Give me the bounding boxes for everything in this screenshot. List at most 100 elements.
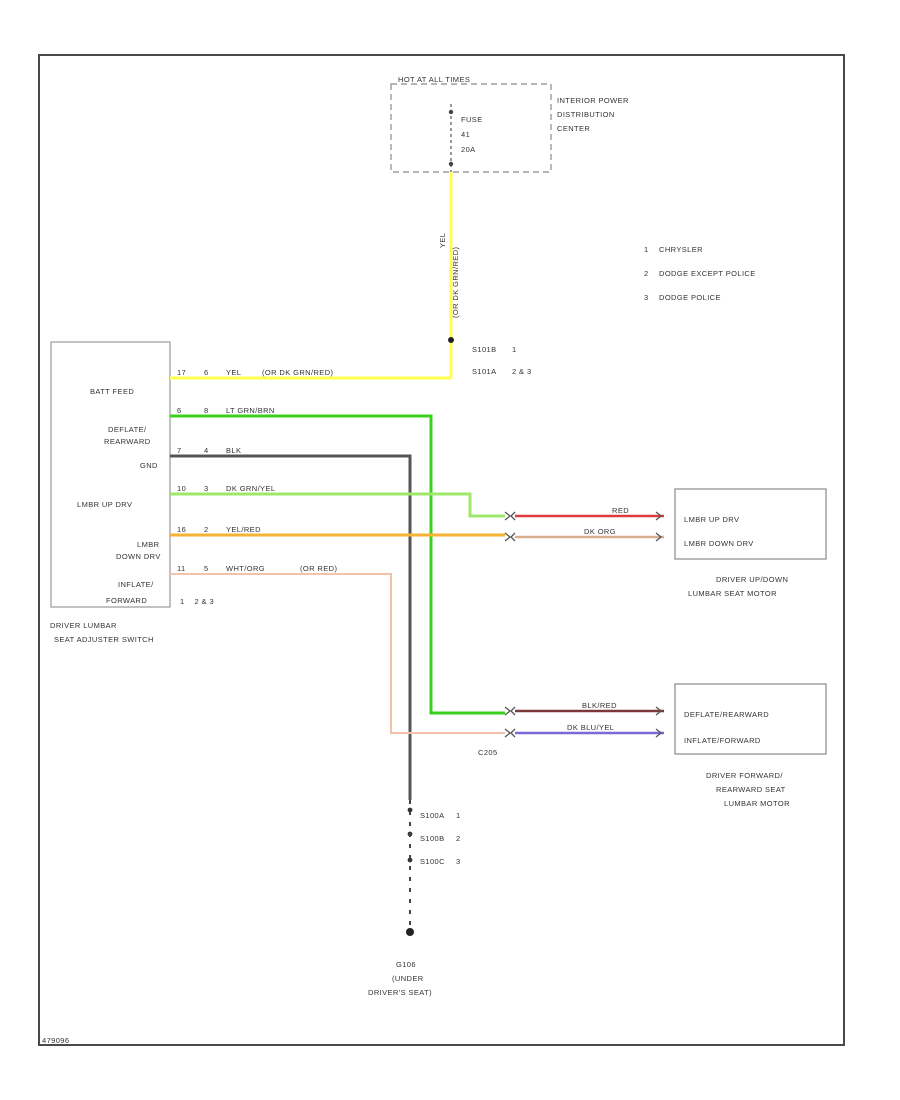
switch-pin-deflate-line2: REARWARD: [104, 437, 151, 446]
splice-s100b-id: S100B: [420, 834, 445, 843]
motor-terminal: [655, 706, 663, 716]
legend-1-num: 1: [644, 245, 649, 254]
wire-cavity-6: 5: [204, 564, 209, 573]
pdc-name-line2: DISTRIBUTION: [557, 110, 615, 119]
switch-pin-lmbr-up: LMBR UP DRV: [77, 500, 132, 509]
feed-wire-alt-label: (OR DK GRN/RED): [451, 246, 460, 318]
splice-s101a-variant: 2 & 3: [512, 367, 532, 376]
motor2-box: [674, 683, 827, 755]
fuse-number: 41: [461, 130, 470, 139]
splice-s100c-variant: 3: [456, 857, 461, 866]
switch-pin-lmbr-down-line2: DOWN DRV: [116, 552, 161, 561]
motor2-name-line2: REARWARD SEAT: [716, 785, 786, 794]
connector-terminal: [504, 728, 512, 738]
ground-terminal: [406, 928, 414, 936]
fuse-terminal-bottom: [448, 161, 454, 167]
motor2-pin-deflate: DEFLATE/REARWARD: [684, 710, 769, 719]
legend-3-text: DODGE POLICE: [659, 293, 721, 302]
wire-color-5: YEL/RED: [226, 525, 261, 534]
motor2-wire-deflate-color: BLK/RED: [582, 701, 617, 710]
connector-label: C205: [478, 748, 498, 757]
connector-terminal: [510, 706, 516, 716]
switch-wire-2: [170, 414, 505, 715]
legend-2-text: DODGE EXCEPT POLICE: [659, 269, 756, 278]
motor1-pin-down: LMBR DOWN DRV: [684, 539, 754, 548]
motor1-pin-up: LMBR UP DRV: [684, 515, 739, 524]
motor1-box: [674, 488, 827, 560]
feed-wire-color-label: YEL: [438, 233, 447, 248]
wire-group: 17 6 YEL (OR DK GRN/RED) 6 8 LT GRN/BRN 7 4 BLK 10…: [170, 368, 664, 800]
motor1-name-line1: DRIVER UP/DOWN: [716, 575, 788, 584]
wire-color-4: DK GRN/YEL: [226, 484, 275, 493]
wire-color-2: LT GRN/BRN: [226, 406, 275, 415]
motor-terminal: [655, 511, 663, 521]
switch-wire-4: [170, 492, 505, 518]
lumbar-switch-box: [50, 341, 171, 608]
ground-location-line1: (UNDER: [392, 974, 424, 983]
legend-2-num: 2: [644, 269, 649, 278]
wire-alt-color-1: (OR DK GRN/RED): [262, 368, 334, 377]
wire-pin-6: 11: [177, 564, 186, 573]
splice-s100a-variant: 1: [456, 811, 461, 820]
connector-terminal: [510, 511, 516, 521]
connector-terminal: [510, 728, 516, 738]
pdc-name-line1: INTERIOR POWER: [557, 96, 629, 105]
motor1-name-line2: LUMBAR SEAT MOTOR: [688, 589, 777, 598]
connector-terminal: [504, 706, 512, 716]
splice-s101-dot: [448, 337, 454, 343]
wire-alt-color-6: (OR RED): [300, 564, 337, 573]
ground-splice-dots: [407, 807, 413, 863]
motor1-wire-up-color: RED: [612, 506, 629, 515]
motor2-wire-inflate-color: DK BLU/YEL: [567, 723, 614, 732]
wire-pin-3: 7: [177, 446, 182, 455]
splice-s100b-variant: 2: [456, 834, 461, 843]
connector-terminal: [504, 532, 512, 542]
switch-pin-batt-feed: BATT FEED: [90, 387, 134, 396]
hot-at-all-times-label: HOT AT ALL TIMES: [398, 75, 470, 84]
fuse-rating: 20A: [461, 145, 476, 154]
switch-variants: 1 2 & 3: [180, 597, 214, 606]
power-distribution-box: [390, 83, 552, 173]
fuse-label: FUSE: [461, 115, 483, 124]
switch-pin-inflate-line1: INFLATE/: [118, 580, 154, 589]
switch-wire-3: [170, 454, 412, 800]
wire-color-1: YEL: [226, 368, 241, 377]
switch-name-line2: SEAT ADJUSTER SWITCH: [54, 635, 154, 644]
wire-cavity-5: 2: [204, 525, 209, 534]
splice-s100c-dot: [407, 857, 413, 863]
motor1-wire-down-color: DK ORG: [584, 527, 616, 536]
switch-name-line1: DRIVER LUMBAR: [50, 621, 117, 630]
wire-cavity-1: 6: [204, 368, 209, 377]
switch-pin-gnd: GND: [140, 461, 158, 470]
motor2-pin-inflate: INFLATE/FORWARD: [684, 736, 761, 745]
splice-s100a-id: S100A: [420, 811, 445, 820]
motor-terminal: [655, 728, 663, 738]
switch-pin-deflate-line1: DEFLATE/: [108, 425, 147, 434]
switch-pin-lmbr-down-line1: LMBR: [137, 540, 160, 549]
fuse-terminal-top: [448, 109, 454, 115]
connector-terminal: [510, 532, 516, 542]
wire-cavity-4: 3: [204, 484, 209, 493]
wire-pin-4: 10: [177, 484, 186, 493]
splice-s101b-variant: 1: [512, 345, 517, 354]
connector-terminal: [504, 511, 512, 521]
pdc-name-line3: CENTER: [557, 124, 590, 133]
legend-1-text: CHRYSLER: [659, 245, 703, 254]
switch-wire-6: [170, 573, 505, 734]
diagram-frame: [38, 54, 845, 1046]
wire-color-6: WHT/ORG: [226, 564, 265, 573]
switch-pin-inflate-line2: FORWARD: [106, 596, 147, 605]
legend-3-num: 3: [644, 293, 649, 302]
motor2-name-line1: DRIVER FORWARD/: [706, 771, 783, 780]
wire-pin-1: 17: [177, 368, 186, 377]
wire-cavity-2: 8: [204, 406, 209, 415]
splice-s101a-id: S101A: [472, 367, 497, 376]
wire-pin-2: 6: [177, 406, 182, 415]
ground-location-line2: DRIVER'S SEAT): [368, 988, 432, 997]
diagram-id: 479096: [42, 1036, 69, 1045]
wire-color-3: BLK: [226, 446, 241, 455]
wire-cavity-3: 4: [204, 446, 209, 455]
motor2-name-line3: LUMBAR MOTOR: [724, 799, 790, 808]
wire-pin-5: 16: [177, 525, 186, 534]
